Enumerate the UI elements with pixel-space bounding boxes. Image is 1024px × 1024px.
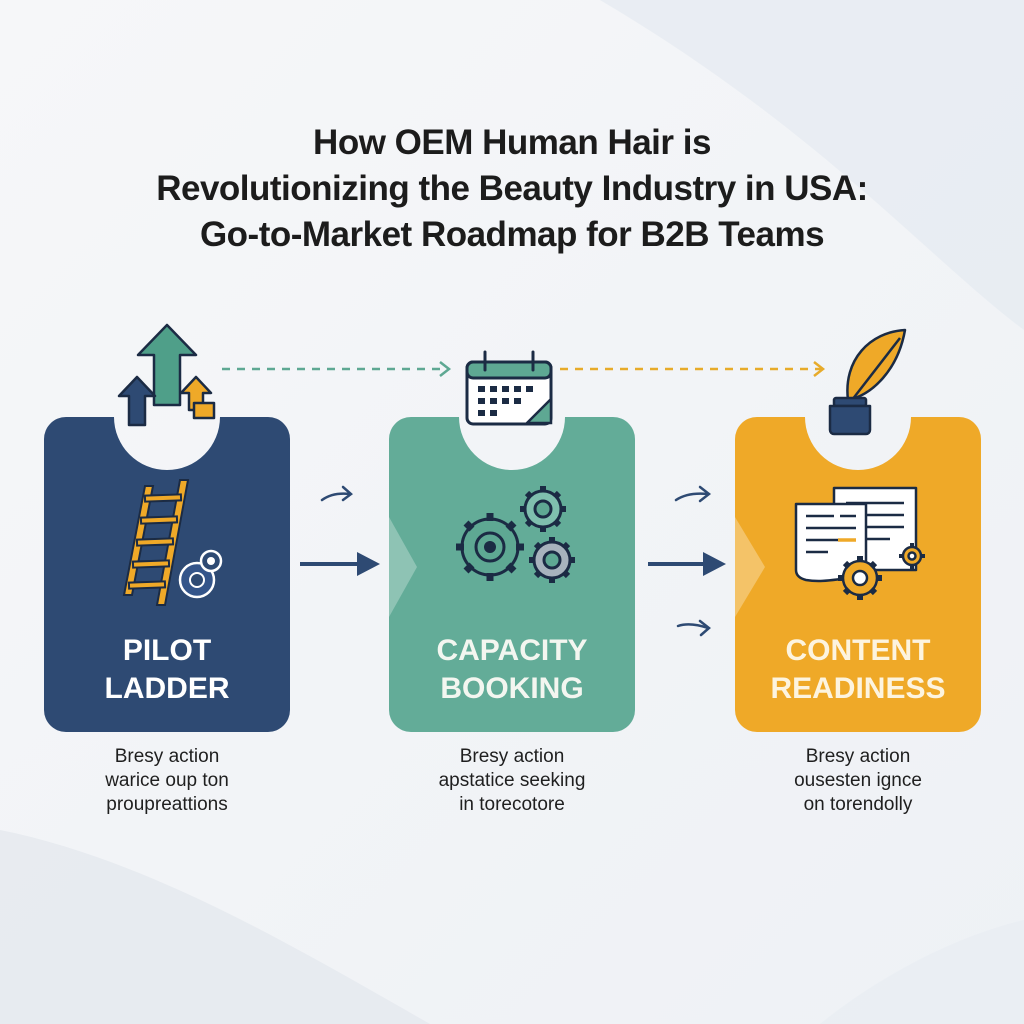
title-line-3: Go-to-Market Roadmap for B2B Teams <box>199 215 825 254</box>
caption-line-1: Bresy action <box>114 746 220 767</box>
flow-arrow-1 <box>300 552 380 576</box>
caption-line-2: warice oup ton <box>105 770 229 791</box>
step-label-capacity-booking: CAPACITY BOOKING <box>389 632 635 708</box>
card-shape <box>389 417 635 732</box>
step-label-line-1: CAPACITY <box>436 634 588 667</box>
caption-line-2: ousesten ignce <box>794 770 922 791</box>
caption-line-3: on torendolly <box>803 794 913 815</box>
step-caption-capacity-booking: Bresy action apstatice seeking in toreco… <box>389 745 635 817</box>
step-caption-pilot-ladder: Bresy action warice oup ton proupreattio… <box>44 745 290 817</box>
calendar-icon <box>465 350 553 426</box>
growth-arrows-icon <box>117 323 216 427</box>
ladder-icon <box>122 479 223 606</box>
caption-line-2: apstatice seeking <box>438 770 586 791</box>
step-label-line-2: LADDER <box>104 672 230 705</box>
small-arrow-icon <box>674 485 712 503</box>
caption-line-3: in torecotore <box>459 794 565 815</box>
step-label-content-readiness: CONTENT READINESS <box>735 632 981 708</box>
step-label-pilot-ladder: PILOT LADDER <box>44 632 290 708</box>
caption-line-1: Bresy action <box>459 746 565 767</box>
documents-gear-icon <box>794 486 925 600</box>
dashed-connector-2 <box>560 361 826 377</box>
step-label-line-2: BOOKING <box>440 672 584 705</box>
flow-arrow-2 <box>648 552 726 576</box>
quill-inkwell-icon <box>828 328 907 436</box>
small-arrow-icon <box>320 485 353 502</box>
page-title: How OEM Human Hair is Revolutionizing th… <box>62 120 962 258</box>
step-label-line-1: CONTENT <box>785 634 931 667</box>
dashed-connector-1 <box>222 361 452 377</box>
step-card-capacity-booking <box>389 417 635 732</box>
caption-line-1: Bresy action <box>805 746 911 767</box>
small-arrow-icon <box>676 619 711 637</box>
title-line-2: Revolutionizing the Beauty Industry in U… <box>156 169 868 208</box>
title-line-1: How OEM Human Hair is <box>313 123 711 162</box>
caption-line-3: proupreattions <box>106 794 228 815</box>
gears-icon <box>456 486 575 583</box>
step-caption-content-readiness: Bresy action ousesten ignce on torendoll… <box>735 745 981 817</box>
step-label-line-2: READINESS <box>770 672 946 705</box>
step-label-line-1: PILOT <box>122 634 212 667</box>
